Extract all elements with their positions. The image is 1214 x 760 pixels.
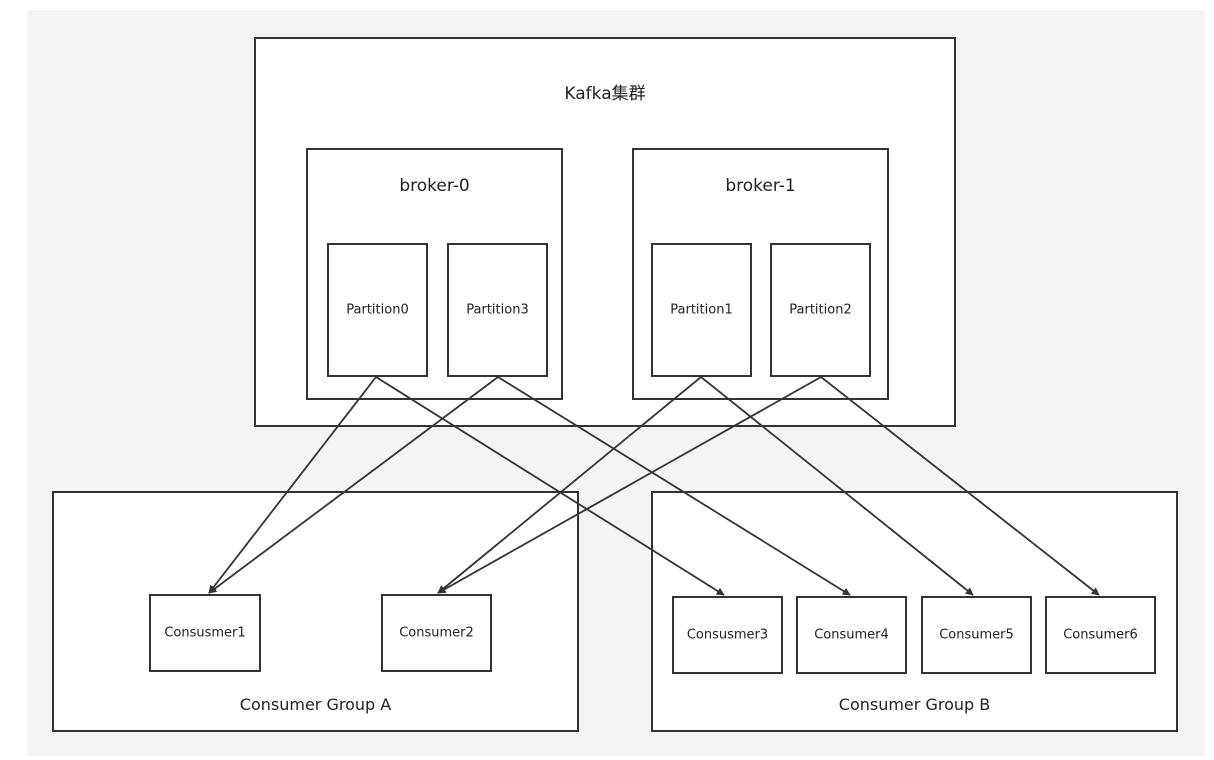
broker-1-label: broker-1 bbox=[725, 176, 796, 196]
consumer1-label: Consusmer1 bbox=[164, 625, 246, 641]
consumer1-box: Consusmer1 bbox=[149, 594, 261, 672]
cluster-title: Kafka集群 bbox=[564, 84, 646, 104]
partition1-box: Partition1 bbox=[651, 243, 752, 377]
consumer-group-a-label: Consumer Group A bbox=[239, 695, 392, 714]
partition1-label: Partition1 bbox=[670, 302, 733, 318]
partition2-label: Partition2 bbox=[789, 302, 852, 318]
consumer-group-a-box: Consumer Group A bbox=[52, 491, 579, 732]
partition3-label: Partition3 bbox=[466, 302, 529, 318]
partition0-box: Partition0 bbox=[327, 243, 428, 377]
consumer4-box: Consumer4 bbox=[796, 596, 907, 674]
partition3-box: Partition3 bbox=[447, 243, 548, 377]
consumer2-box: Consumer2 bbox=[381, 594, 492, 672]
broker-0-label: broker-0 bbox=[399, 176, 470, 196]
consumer5-label: Consumer5 bbox=[939, 627, 1014, 643]
consumer3-label: Consusmer3 bbox=[686, 627, 769, 643]
consumer6-label: Consumer6 bbox=[1063, 627, 1138, 643]
consumer2-label: Consumer2 bbox=[399, 625, 474, 641]
partition2-box: Partition2 bbox=[770, 243, 871, 377]
consumer3-box: Consusmer3 bbox=[672, 596, 783, 674]
consumer6-box: Consumer6 bbox=[1045, 596, 1156, 674]
partition0-label: Partition0 bbox=[346, 302, 409, 318]
consumer4-label: Consumer4 bbox=[814, 627, 889, 643]
consumer5-box: Consumer5 bbox=[921, 596, 1032, 674]
consumer-group-b-label: Consumer Group B bbox=[838, 695, 991, 714]
